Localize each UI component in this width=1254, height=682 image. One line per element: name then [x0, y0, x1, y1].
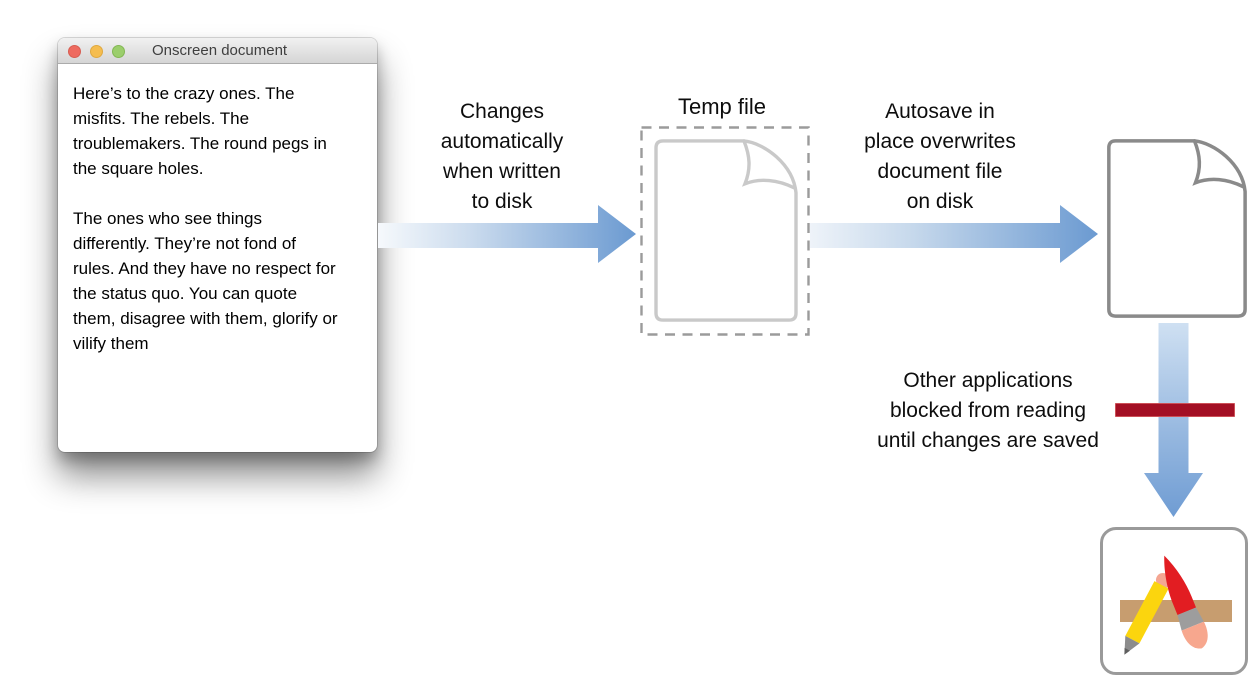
temp-file-label: Temp file — [677, 94, 767, 119]
temp-file-icon — [640, 126, 810, 336]
right-arrow-2-icon — [810, 205, 1098, 263]
app-icon — [1100, 527, 1248, 675]
down-arrow-icon — [1144, 323, 1203, 517]
document-file-icon — [1107, 139, 1247, 318]
minimize-button[interactable] — [90, 44, 103, 58]
window-title: Onscreen document — [152, 42, 288, 59]
document-window: Onscreen document Here’s to the crazy on… — [58, 38, 377, 452]
pencil-brush-icon — [1120, 555, 1232, 655]
traffic-lights — [68, 44, 125, 58]
zoom-button[interactable] — [112, 44, 125, 58]
window-titlebar: Onscreen document — [58, 38, 377, 64]
close-button[interactable] — [68, 44, 81, 58]
blocked-bar-icon — [1115, 403, 1235, 417]
right-arrow-1-icon — [378, 205, 636, 263]
brush-icon — [1164, 555, 1208, 649]
